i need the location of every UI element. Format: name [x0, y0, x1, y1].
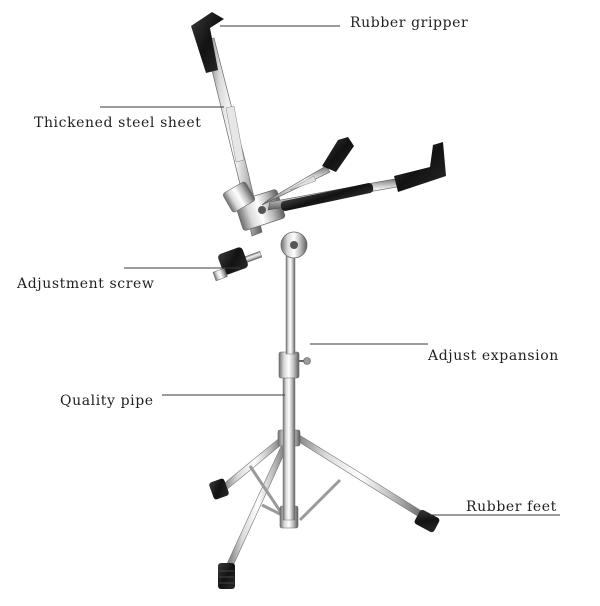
steel-sheet-arm-inner [225, 105, 245, 163]
label-rubber-feet: Rubber feet [466, 499, 557, 515]
label-rubber-gripper: Rubber gripper [350, 15, 469, 31]
brace-right [298, 478, 342, 522]
right-arm-rubber-sleeve [280, 183, 374, 211]
center-pipe [278, 251, 311, 521]
basket [191, 12, 446, 237]
height-clamp [278, 351, 300, 379]
rubber-gripper-middle [322, 137, 354, 172]
label-adjust-expansion: Adjust expansion [428, 348, 559, 364]
label-quality-pipe: Quality pipe [60, 393, 154, 409]
rubber-foot-front [218, 563, 235, 589]
lower-tube [282, 374, 296, 521]
upper-tube [285, 251, 296, 355]
adjustment-screw-tip [212, 267, 228, 282]
label-adjustment-screw: Adjustment screw [17, 276, 155, 292]
leader-lines [100, 25, 560, 516]
height-knob [303, 357, 311, 365]
rubber-foot-left [209, 478, 229, 500]
tripod-base [209, 429, 440, 589]
rubber-gripper-right [394, 142, 446, 192]
label-thickened-steel-sheet: Thickened steel sheet [34, 115, 202, 131]
rubber-gripper-top [191, 12, 224, 73]
